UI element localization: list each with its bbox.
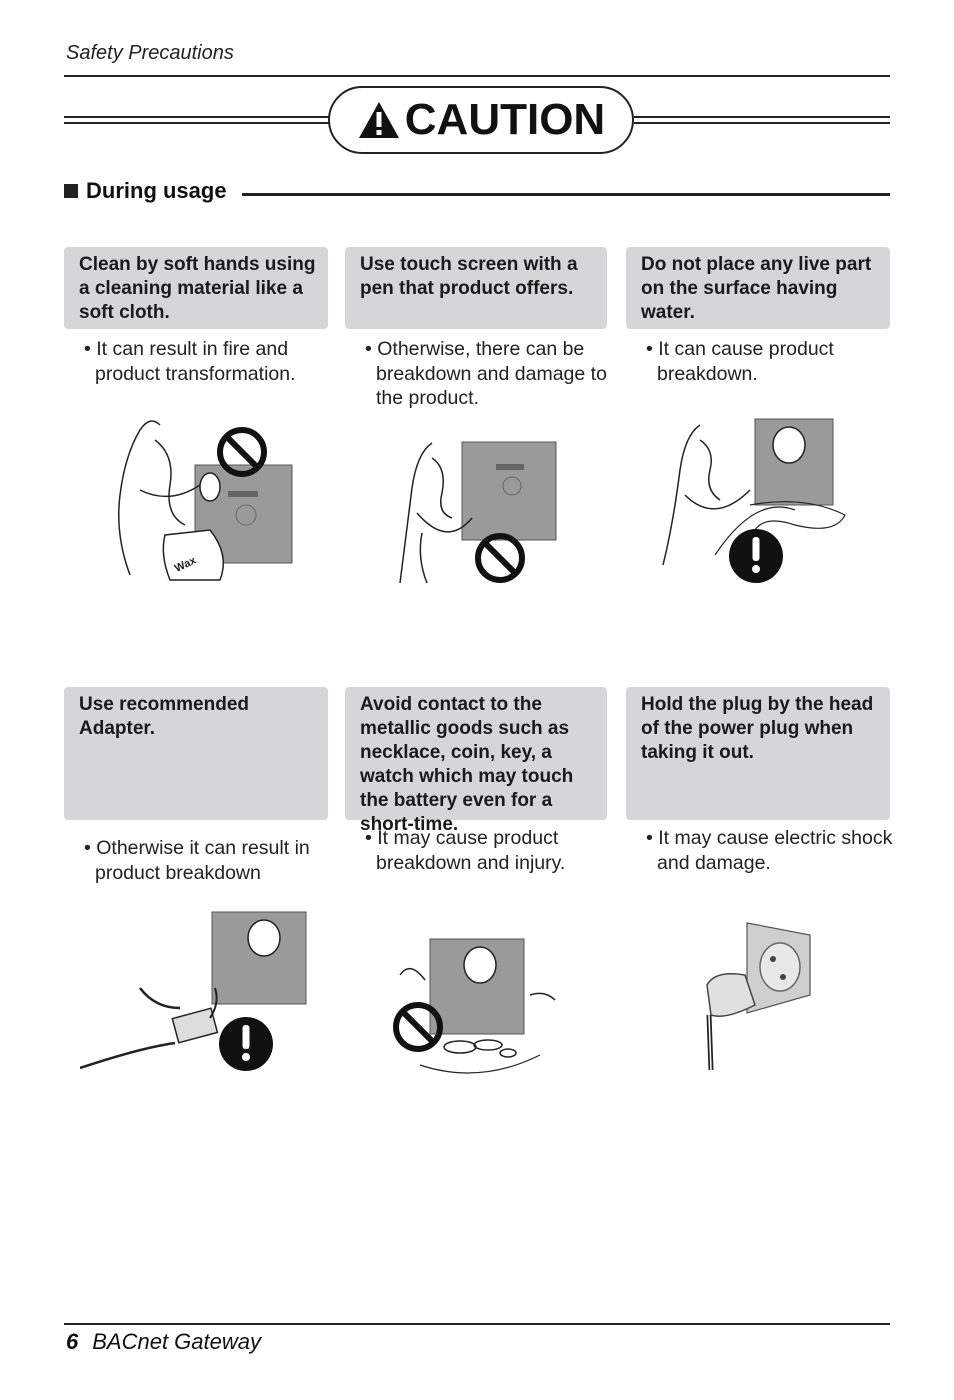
card-1-note: • It can result in fire and product tran… (84, 338, 296, 385)
illustration-metal-objects-prohibited (393, 938, 556, 1074)
section-rule (242, 193, 890, 196)
page-footer: 6 BACnet Gateway (66, 1329, 261, 1355)
caution-title: CAUTION (404, 95, 606, 144)
banner-line-left-top (64, 116, 330, 118)
illustration-finger-touch-prohibited (399, 441, 557, 584)
card-2-title: Use touch screen with a pen that product… (345, 247, 607, 329)
card-6-title: Hold the plug by the head of the power p… (626, 687, 890, 820)
card-3-note: • It can cause product breakdown. (646, 338, 834, 385)
card-5-note: • It may cause product breakdown and inj… (365, 827, 566, 874)
card-6-note: • It may cause electric shock and damage… (646, 827, 893, 874)
banner-line-right-top (634, 116, 890, 118)
illustration-cleaning-wax-prohibited: Wax (118, 420, 293, 581)
banner-line-left-bottom (64, 122, 330, 124)
section-bullet-icon (64, 184, 78, 198)
footer-rule (64, 1323, 890, 1325)
caution-banner: CAUTION (328, 86, 634, 154)
warning-triangle-icon (358, 102, 399, 138)
card-4-title: Use recommended Adapter. (64, 687, 328, 820)
illustration-power-plug (706, 922, 811, 1071)
card-4-note: • Otherwise it can result in product bre… (84, 837, 310, 884)
card-3-title: Do not place any live part on the surfac… (626, 247, 890, 329)
section-heading: During usage (64, 178, 227, 204)
banner-line-right-bottom (634, 122, 890, 124)
header-rule (64, 75, 890, 77)
section-label: During usage (86, 178, 227, 203)
card-5-title: Avoid contact to the metallic goods such… (345, 687, 607, 835)
running-header: Safety Precautions (66, 42, 234, 64)
document-title: BACnet Gateway (92, 1329, 261, 1354)
page-number: 6 (66, 1329, 79, 1354)
card-2-note: • Otherwise, there can be breakdown and … (365, 338, 607, 409)
card-1-title: Clean by soft hands using a cleaning mat… (64, 247, 328, 329)
illustration-water-warning (662, 418, 846, 583)
illustration-adapter-warning (80, 911, 307, 1071)
